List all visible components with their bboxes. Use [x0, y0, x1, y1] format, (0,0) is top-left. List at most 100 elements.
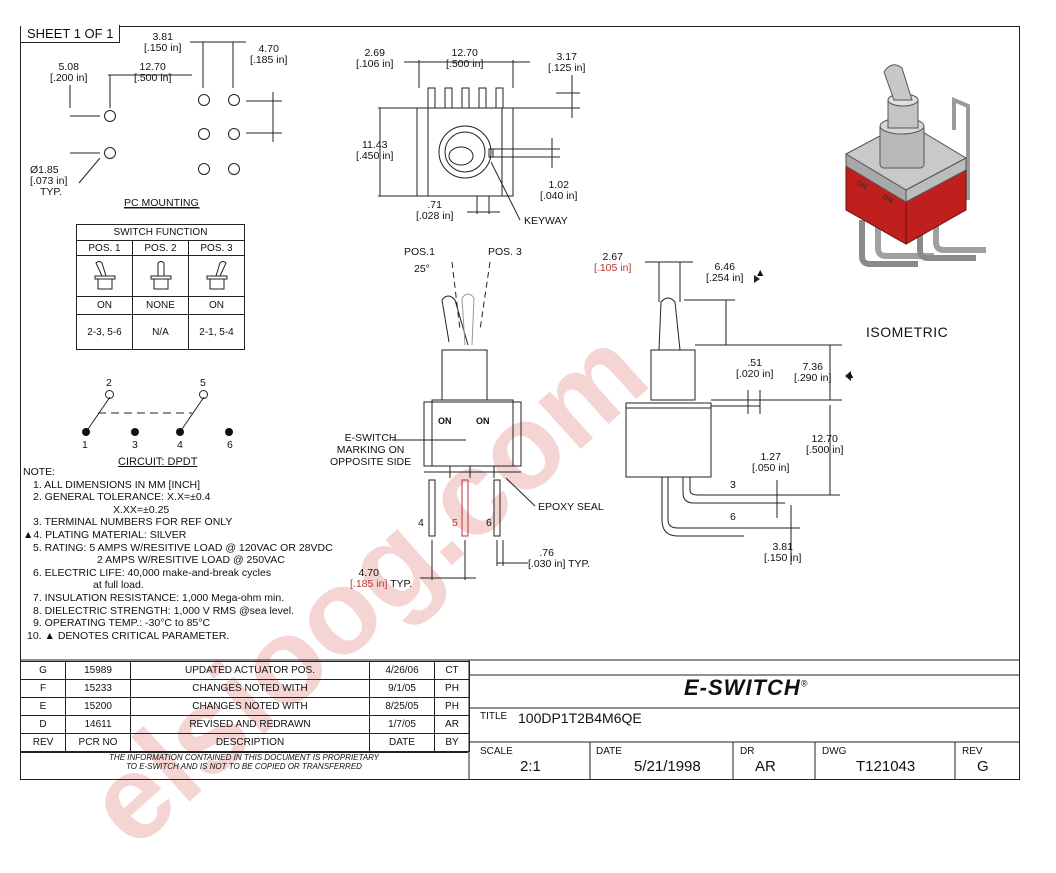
terminal-dot: [82, 428, 90, 436]
e-switch-logo: E-SWITCH®: [684, 675, 809, 700]
terminal-dot: [225, 428, 233, 436]
note-line: 1. ALL DIMENSIONS IN MM [INCH]: [33, 478, 201, 491]
angle-label: 25°: [414, 263, 430, 275]
pin-label: 5: [452, 517, 458, 529]
note-line: 5. RATING: 5 AMPS W/RESITIVE LOAD @ 120V…: [33, 541, 333, 554]
marking-note: E-SWITCH MARKING ON OPPOSITE SIDE: [330, 432, 412, 468]
rev-value: G: [977, 758, 989, 775]
toggle-center-icon: [132, 255, 189, 297]
pos-label: POS. 1: [76, 240, 133, 256]
drawing-title: 100DP1T2B4M6QE: [518, 710, 642, 726]
note-line: ▲4. PLATING MATERIAL: SILVER: [23, 528, 187, 541]
terminal-label: 3: [132, 439, 138, 451]
dim-317: 3.17[.125 in]: [548, 51, 586, 74]
dim-470-front: 4.70[.185 in] TYP.: [350, 567, 413, 590]
dim-508: 5.08[.200 in]: [50, 61, 88, 84]
dim-1270: 12.70[.500 in]: [134, 61, 172, 84]
scale-label: SCALE: [480, 746, 513, 757]
switch-function-table: SWITCH FUNCTION POS. 1 POS. 2 POS. 3 ON …: [76, 224, 245, 350]
state-cell: ON: [76, 296, 133, 315]
pc-hole: [104, 110, 116, 122]
terminal-ring: [105, 390, 114, 399]
notes-title: NOTE:: [23, 466, 56, 478]
pc-hole: [198, 94, 210, 106]
pin-label: 6: [730, 511, 736, 523]
isometric-label: ISOMETRIC: [866, 324, 949, 340]
note-line: 6. ELECTRIC LIFE: 40,000 make-and-break …: [33, 566, 272, 579]
critical-triangle-icon: ▲: [755, 267, 766, 279]
dim-071: .71[.028 in]: [416, 199, 454, 222]
rev-label: REV: [962, 746, 983, 757]
terminal-label: 5: [200, 377, 206, 389]
note-line: 9. OPERATING TEMP.: -30°C to 85°C: [33, 617, 211, 630]
drawing-frame: [20, 26, 1020, 780]
terminal-label: 1: [82, 439, 88, 451]
state-cell: ON: [188, 296, 245, 315]
dim-646: 6.46[.254 in]: [706, 261, 744, 284]
table-header-row: REV PCR NO DESCRIPTION DATE BY: [20, 733, 470, 752]
toggle-right-icon: [188, 255, 245, 297]
connection-cell: 2-1, 5-4: [188, 314, 245, 350]
scale-value: 2:1: [520, 758, 541, 775]
pos1-label: POS.1: [404, 246, 435, 258]
pc-hole: [104, 147, 116, 159]
drawn-by-value: AR: [755, 758, 776, 775]
svg-text:ON: ON: [855, 180, 868, 191]
dim-736: 7.36[.290 in]: [794, 361, 832, 384]
switch-function-title: SWITCH FUNCTION: [76, 224, 245, 241]
note-line: 10. ▲ DENOTES CRITICAL PARAMETER.: [27, 629, 230, 642]
terminal-dot: [176, 428, 184, 436]
terminal-label: 4: [177, 439, 183, 451]
note-line: 7. INSULATION RESISTANCE: 1,000 Mega-ohm…: [33, 591, 285, 604]
table-row: D 14611 REVISED AND REDRAWN 1/7/05 AR: [20, 715, 470, 734]
notes: NOTE: 1. ALL DIMENSIONS IN MM [INCH] 2. …: [23, 466, 333, 642]
pos-label: POS. 2: [132, 240, 189, 256]
pin-label: 4: [418, 517, 424, 529]
dim-267: 2.67[.105 in]: [594, 251, 632, 274]
pc-hole: [198, 128, 210, 140]
dim-hole: Ø1.85[.073 in]TYP.: [30, 164, 68, 198]
title-label: TITLE: [480, 711, 508, 722]
dwg-label: DWG: [822, 746, 847, 757]
dim-381: 3.81[.150 in]: [144, 31, 182, 54]
note-line: at full load.: [93, 579, 144, 592]
keyway-label: KEYWAY: [524, 215, 568, 227]
proprietary-notice: THE INFORMATION CONTAINED IN THIS DOCUME…: [20, 752, 468, 781]
note-line: X.XX=±0.25: [113, 503, 170, 516]
pos3-label: POS. 3: [488, 246, 522, 258]
dim-1270-top: 12.70[.500 in]: [446, 47, 484, 70]
pin-label: 6: [486, 517, 492, 529]
circuit-title: CIRCUIT: DPDT: [118, 456, 198, 468]
toggle-left-icon: [76, 255, 133, 297]
table-row: F 15233 CHANGES NOTED WITH 9/1/05 PH: [20, 679, 470, 698]
terminal-label: 2: [106, 377, 112, 389]
note-line: 8. DIELECTRIC STRENGTH: 1,000 V RMS @sea…: [33, 604, 294, 617]
revision-table: G 15989 UPDATED ACTUATOR POS. 4/26/06 CT…: [20, 661, 470, 752]
dim-102: 1.02[.040 in]: [540, 179, 578, 202]
dim-1270-side: 12.70[.500 in]: [806, 433, 844, 456]
dim-1143: 11.43[.450 in]: [356, 139, 394, 162]
connection-cell: 2-3, 5-6: [76, 314, 133, 350]
isometric-switch-illustration: ON ON: [844, 64, 986, 267]
terminal-ring: [199, 390, 208, 399]
epoxy-label: EPOXY SEAL: [538, 501, 604, 513]
pin-label: 3: [730, 479, 736, 491]
pc-hole: [228, 128, 240, 140]
dwg-value: T121043: [856, 758, 916, 775]
drawn-by-label: DR: [740, 746, 755, 757]
terminal-label: 6: [227, 439, 233, 451]
critical-triangle-icon: ▲: [845, 369, 856, 381]
pc-hole: [228, 163, 240, 175]
pc-hole: [228, 94, 240, 106]
dim-470: 4.70[.185 in]: [250, 43, 288, 66]
terminal-dot: [131, 428, 139, 436]
pos-label: POS. 3: [188, 240, 245, 256]
date-label: DATE: [596, 746, 622, 757]
dim-127: 1.27[.050 in]: [752, 451, 790, 474]
date-value: 5/21/1998: [634, 758, 701, 775]
pc-mounting-title: PC MOUNTING: [124, 197, 199, 209]
on-marking: ON: [476, 416, 490, 426]
dim-269: 2.69[.106 in]: [356, 47, 394, 70]
sheet-label: SHEET 1 OF 1: [21, 25, 121, 43]
dim-381-side: 3.81[.150 in]: [764, 541, 802, 564]
